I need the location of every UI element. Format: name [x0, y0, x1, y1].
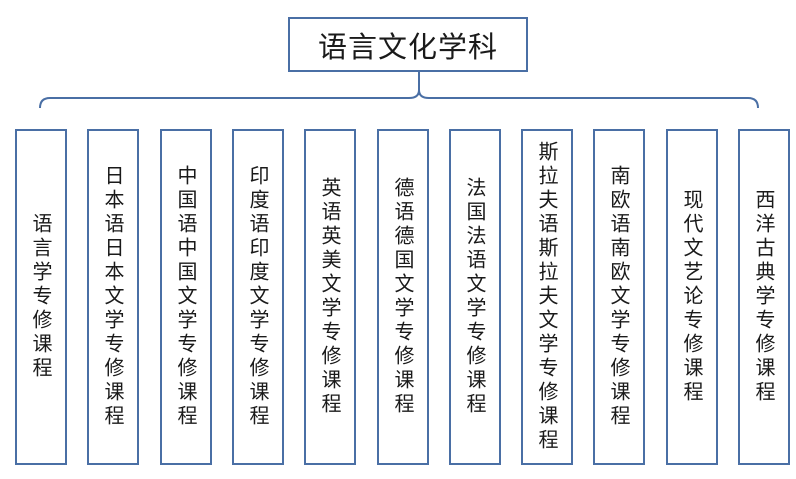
child-label: 语言学专修课程 — [29, 213, 53, 381]
child-label: 英语英美文学专修课程 — [318, 177, 342, 417]
child-node-slavic: 斯拉夫语斯拉夫文学专修课程 — [521, 129, 573, 465]
child-label: 中国语中国文学专修课程 — [174, 165, 198, 429]
bracket-line — [39, 89, 759, 109]
child-node-linguistics: 语言学专修课程 — [15, 129, 67, 465]
child-node-south-europe: 南欧语南欧文学专修课程 — [593, 129, 645, 465]
child-node-modern-lit: 现代文艺论专修课程 — [666, 129, 718, 465]
child-node-classics: 西洋古典学专修课程 — [738, 129, 790, 465]
child-label: 现代文艺论专修课程 — [680, 189, 704, 405]
child-node-french: 法国法语文学专修课程 — [449, 129, 501, 465]
child-label: 日本语日本文学专修课程 — [101, 165, 125, 429]
child-label: 南欧语南欧文学专修课程 — [607, 165, 631, 429]
child-label: 法国法语文学专修课程 — [463, 177, 487, 417]
child-node-german: 德语德国文学专修课程 — [377, 129, 429, 465]
child-node-chinese: 中国语中国文学专修课程 — [160, 129, 212, 465]
root-node: 语言文化学科 — [288, 17, 528, 72]
child-label: 西洋古典学专修课程 — [752, 189, 776, 405]
child-node-indian: 印度语印度文学专修课程 — [232, 129, 284, 465]
child-node-english: 英语英美文学专修课程 — [304, 129, 356, 465]
child-label: 印度语印度文学专修课程 — [246, 165, 270, 429]
child-label: 德语德国文学专修课程 — [391, 177, 415, 417]
child-node-japanese: 日本语日本文学专修课程 — [87, 129, 139, 465]
root-label: 语言文化学科 — [317, 29, 498, 64]
child-label: 斯拉夫语斯拉夫文学专修课程 — [535, 141, 559, 453]
